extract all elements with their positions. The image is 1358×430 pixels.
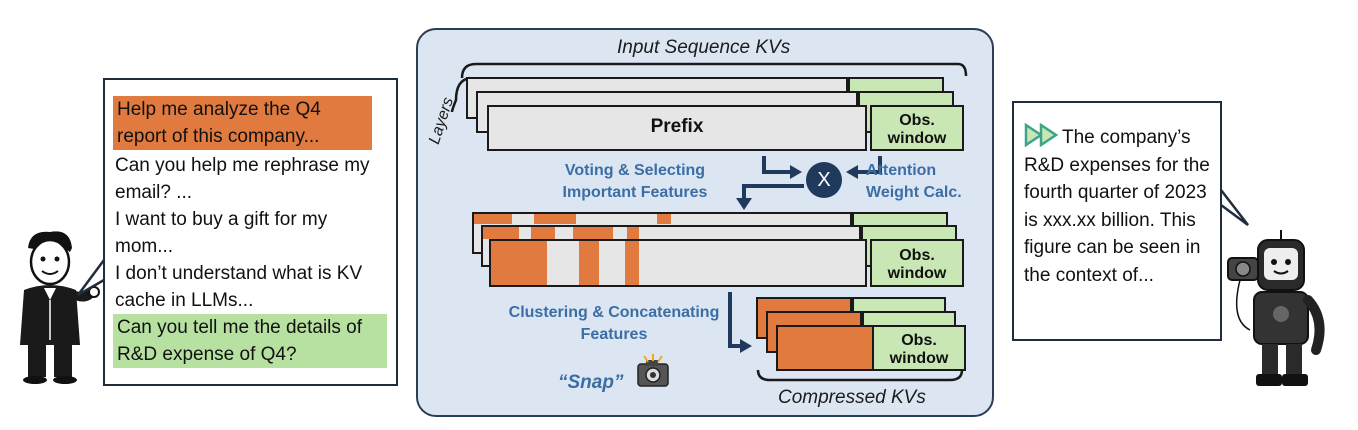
prefix-block [487,105,867,151]
user-message-kv-cache: I don’t understand what is KV cache in L… [115,263,363,311]
user-message-rd-expense: Can you tell me the details of R&D expen… [113,314,387,368]
input-sequence-title: Input Sequence KVs [617,37,791,58]
obs-window-compressed: Obs. window [872,325,966,371]
assistant-reply-text: The company’s R&D expenses for the fourt… [1024,123,1219,289]
obs-window-middle-front: Obs. window [870,239,964,287]
user-message-gift: I want to buy a gift for my mom... [115,209,328,257]
prefix-label: Prefix [650,116,704,137]
clustering-label: Clustering & Concatenating Features [508,304,720,343]
multiply-symbol: X [817,169,831,191]
person-illustration [20,231,100,384]
assistant-reply-bubble: The company’s R&D expenses for the fourt… [1012,101,1222,341]
compressed-kvs-title: Compressed KVs [778,387,926,408]
user-chat-bubble: Help me analyze the Q4 report of this co… [103,78,398,386]
user-message-rephrase-email: Can you help me rephrase my email? ... [115,155,370,203]
attention-weight-label: Attention Weight Calc. [866,162,962,201]
obs-window-front: Obs. window [870,105,964,151]
user-message-q4-report: Help me analyze the Q4 report of this co… [113,96,372,150]
snap-label: “Snap” [558,372,624,393]
voting-selecting-label: Voting & Selecting Important Features [562,162,708,201]
fast-forward-icon [1024,123,1059,147]
compressed-kv-front [776,325,874,371]
selected-kv-layer-front [489,239,867,287]
